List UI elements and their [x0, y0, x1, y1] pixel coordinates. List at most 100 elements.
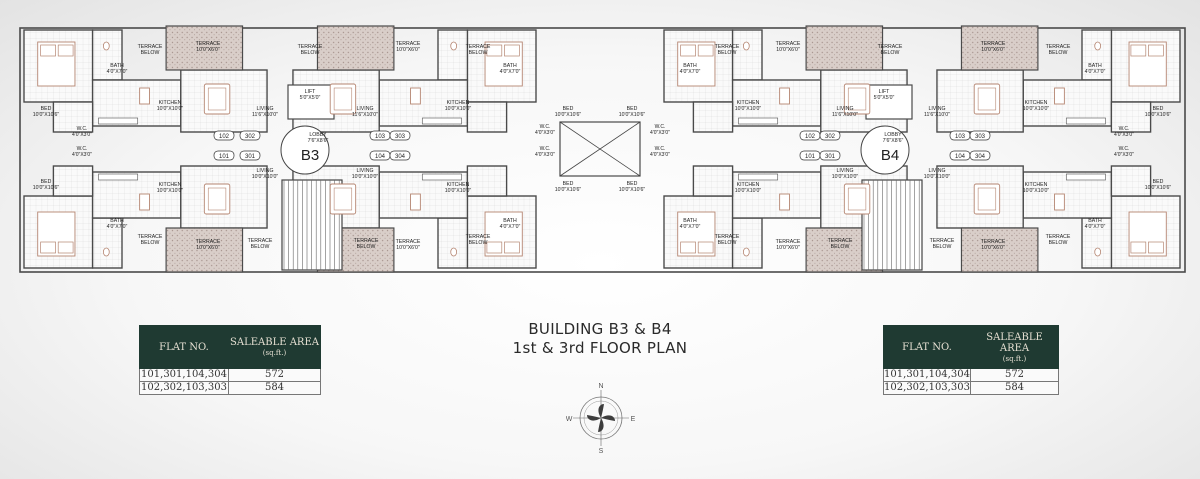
flat-unit — [936, 165, 1181, 273]
svg-text:301: 301 — [825, 154, 836, 160]
saleable-area-table-right: FLAT NO. SALEABLE AREA(sq.ft.) 101,301,1… — [883, 325, 1059, 395]
compass-e: E — [631, 416, 636, 423]
saleable-area-table-left: FLAT NO. SALEABLE AREA(sq.ft.) 101,301,1… — [139, 325, 321, 395]
table-row: 102,302,103,303 584 — [883, 381, 1059, 395]
compass-n: N — [598, 383, 603, 390]
svg-text:303: 303 — [395, 134, 406, 140]
svg-text:104: 104 — [375, 154, 386, 160]
svg-text:103: 103 — [375, 134, 386, 140]
flat-furniture — [973, 173, 1167, 257]
flat-number-tag: 101 — [213, 150, 235, 161]
svg-text:302: 302 — [825, 134, 836, 140]
svg-text:304: 304 — [975, 154, 986, 160]
flat-no-header: FLAT NO. — [139, 325, 229, 369]
staircase — [861, 179, 923, 271]
central-duct — [559, 121, 641, 177]
flat-number-tag: 304 — [969, 150, 991, 161]
lift-shaft — [287, 84, 335, 120]
flat-furniture — [37, 41, 231, 125]
saleable-area-header: SALEABLE AREA(sq.ft.) — [228, 325, 321, 369]
wc-label: W.C.4'0"X3'0" — [650, 124, 670, 136]
flat-unit — [292, 165, 537, 273]
title-floor: 1st & 3rd FLOOR PLAN — [512, 339, 688, 357]
flat-number-tag: 301 — [239, 150, 261, 161]
table-row: 101,301,104,304 572 — [139, 368, 321, 382]
table-row: 101,301,104,304 572 — [883, 368, 1059, 382]
compass-s: S — [599, 448, 604, 454]
building-label-b4: B4 — [881, 147, 899, 164]
flat-number-tag: 304 — [389, 150, 411, 161]
wc-label: W.C.4'0"X3'0" — [1114, 126, 1134, 138]
saleable-area-header: SALEABLE AREA(sq.ft.) — [970, 325, 1059, 369]
table-row: 102,302,103,303 584 — [139, 381, 321, 395]
wc-label: W.C.4'0"X3'0" — [535, 146, 555, 158]
svg-text:301: 301 — [245, 154, 256, 160]
flat-furniture — [973, 41, 1167, 125]
flat-number-tag: 103 — [949, 130, 971, 141]
flat-number-tag: 103 — [369, 130, 391, 141]
compass-w: W — [566, 416, 573, 423]
flat-number-tag: 303 — [969, 130, 991, 141]
wc-label: W.C.4'0"X3'0" — [650, 146, 670, 158]
flat-furniture — [329, 41, 523, 125]
flat-furniture — [677, 41, 871, 125]
svg-text:102: 102 — [805, 134, 816, 140]
svg-text:101: 101 — [805, 154, 816, 160]
svg-text:303: 303 — [975, 134, 986, 140]
wc-label: W.C.4'0"X3'0" — [1114, 146, 1134, 158]
flat-number-tag: 302 — [819, 130, 841, 141]
flat-number-tag: 101 — [799, 150, 821, 161]
wc-label: W.C.4'0"X3'0" — [72, 126, 92, 138]
flat-number-tag: 104 — [369, 150, 391, 161]
wc-label: W.C.4'0"X3'0" — [72, 146, 92, 158]
lobby-circle — [280, 125, 330, 175]
flat-number-tag: 102 — [213, 130, 235, 141]
svg-text:101: 101 — [219, 154, 230, 160]
compass-rose-icon: N S E W — [566, 383, 636, 454]
